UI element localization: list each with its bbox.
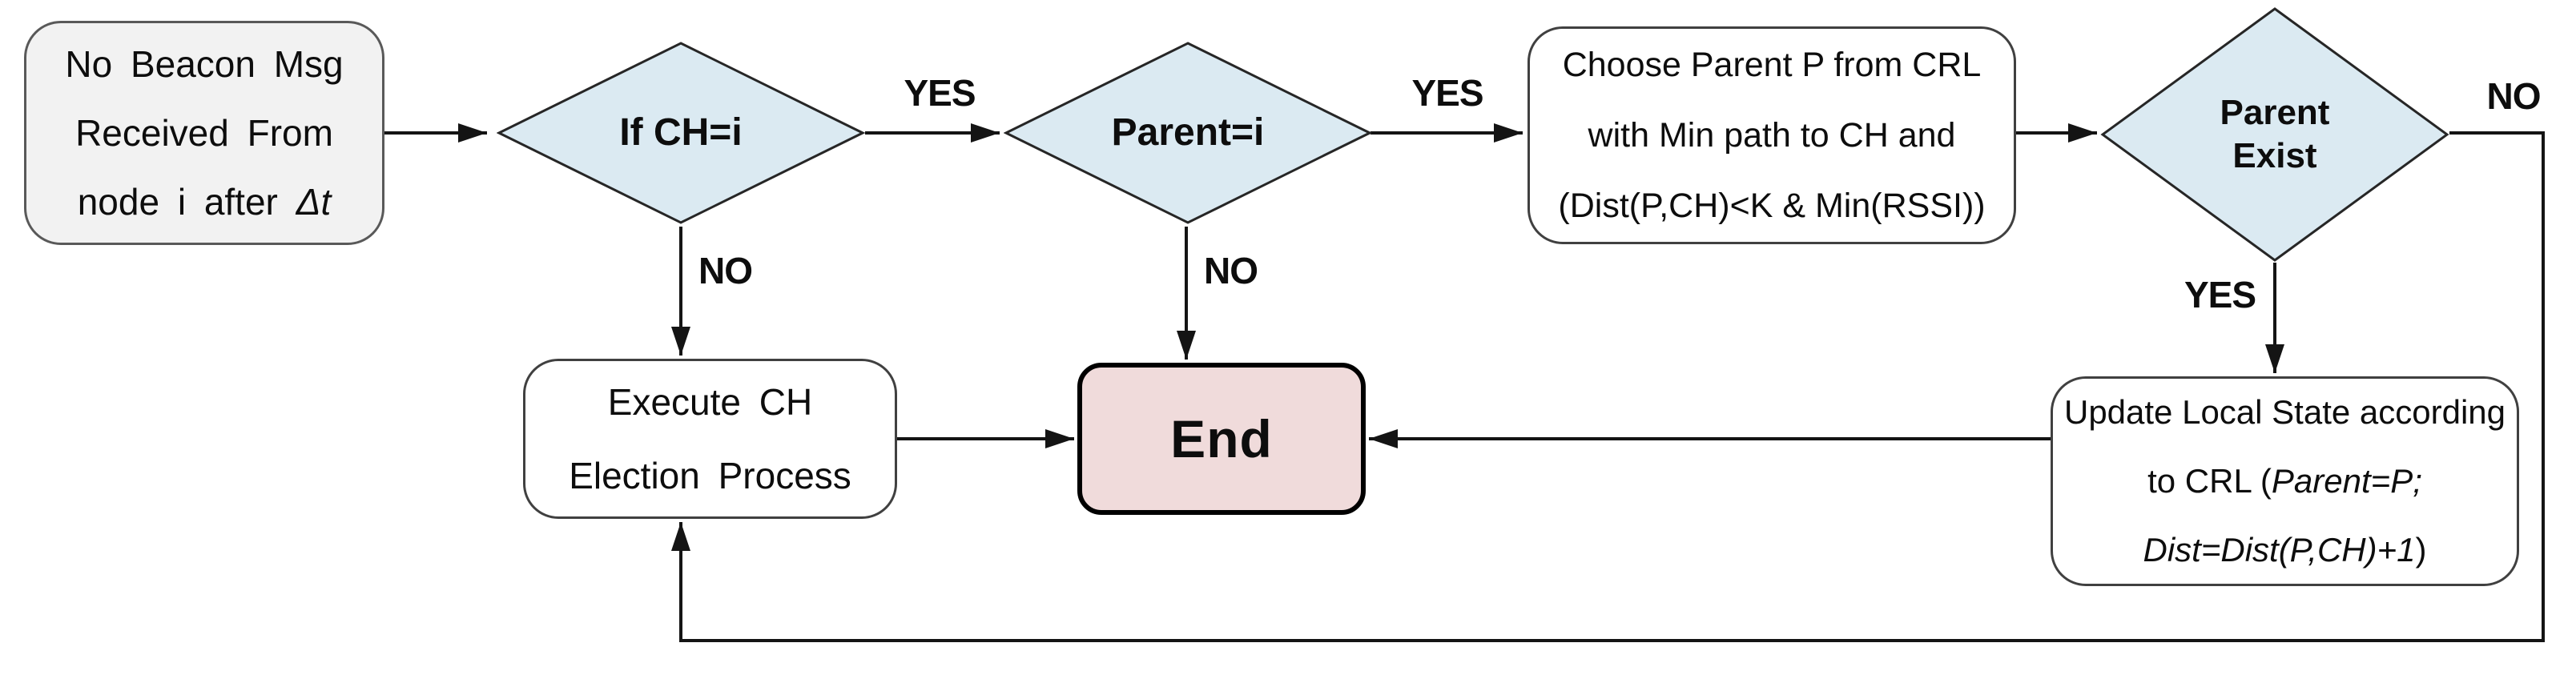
decision-parent-exist-line2: Exist (2232, 136, 2317, 175)
end-node-label: End (1170, 409, 1273, 468)
update-state-line3-normal: ) (2415, 531, 2427, 569)
update-state-line3: Dist=Dist(P,CH)+1) (2143, 516, 2427, 585)
edge-label-no-parentexist: NO (2486, 75, 2542, 117)
choose-parent-line2: with Min path to CH and (1588, 116, 1956, 155)
decision-parent: Parent=i (1004, 41, 1372, 225)
update-state-line2: to CRL (Parent=P; (2147, 447, 2422, 516)
choose-parent-line1: Choose Parent P from CRL (1562, 46, 1982, 84)
process-update-state: Update Local State according to CRL (Par… (2051, 376, 2519, 586)
start-node-line2: Received From (75, 112, 333, 154)
update-state-line2-italic: Parent=P; (2271, 462, 2422, 500)
diamond-shape (2100, 7, 2449, 262)
update-state-line3-italic: Dist=Dist(P,CH)+1 (2143, 531, 2416, 569)
decision-parent-exist-line1: Parent (2220, 93, 2330, 132)
update-state-line2-normal: to CRL ( (2147, 462, 2272, 500)
end-node: End (1077, 363, 1366, 515)
diamond-shape (497, 42, 865, 224)
edge-label-yes-parent: YES (1411, 72, 1483, 114)
edge-label-yes-ifch: YES (904, 72, 976, 114)
execute-election-line1: Execute CH (607, 381, 813, 423)
process-execute-election: Execute CH Election Process (523, 359, 897, 519)
decision-if-ch: If CH=i (497, 41, 865, 225)
start-node-line3: node i after Δt (78, 167, 332, 236)
edge-label-no-ifch: NO (698, 250, 753, 291)
start-node-line3-text: node i after (77, 181, 296, 223)
update-state-line1: Update Local State according (2063, 393, 2506, 431)
edge-label-yes-parentexist: YES (2184, 274, 2256, 315)
decision-parent-exist: Parent Exist (2100, 6, 2449, 263)
process-choose-parent: Choose Parent P from CRL with Min path t… (1527, 26, 2016, 244)
diamond-shape (1004, 42, 1372, 224)
decision-parent-label: Parent=i (1111, 111, 1265, 154)
start-node-delta-t: Δt (296, 181, 332, 223)
start-node: No Beacon Msg Received From node i after… (24, 21, 384, 245)
execute-election-line2: Election Process (569, 455, 851, 496)
edge-parentexist-no-loop-to-execute (671, 131, 2545, 642)
choose-parent-line3: (Dist(P,CH)<K & Min(RSSI)) (1558, 187, 1986, 225)
start-node-line1: No Beacon Msg (65, 43, 344, 85)
edge-label-no-parent: NO (1204, 250, 1258, 291)
decision-if-ch-label: If CH=i (619, 111, 743, 154)
